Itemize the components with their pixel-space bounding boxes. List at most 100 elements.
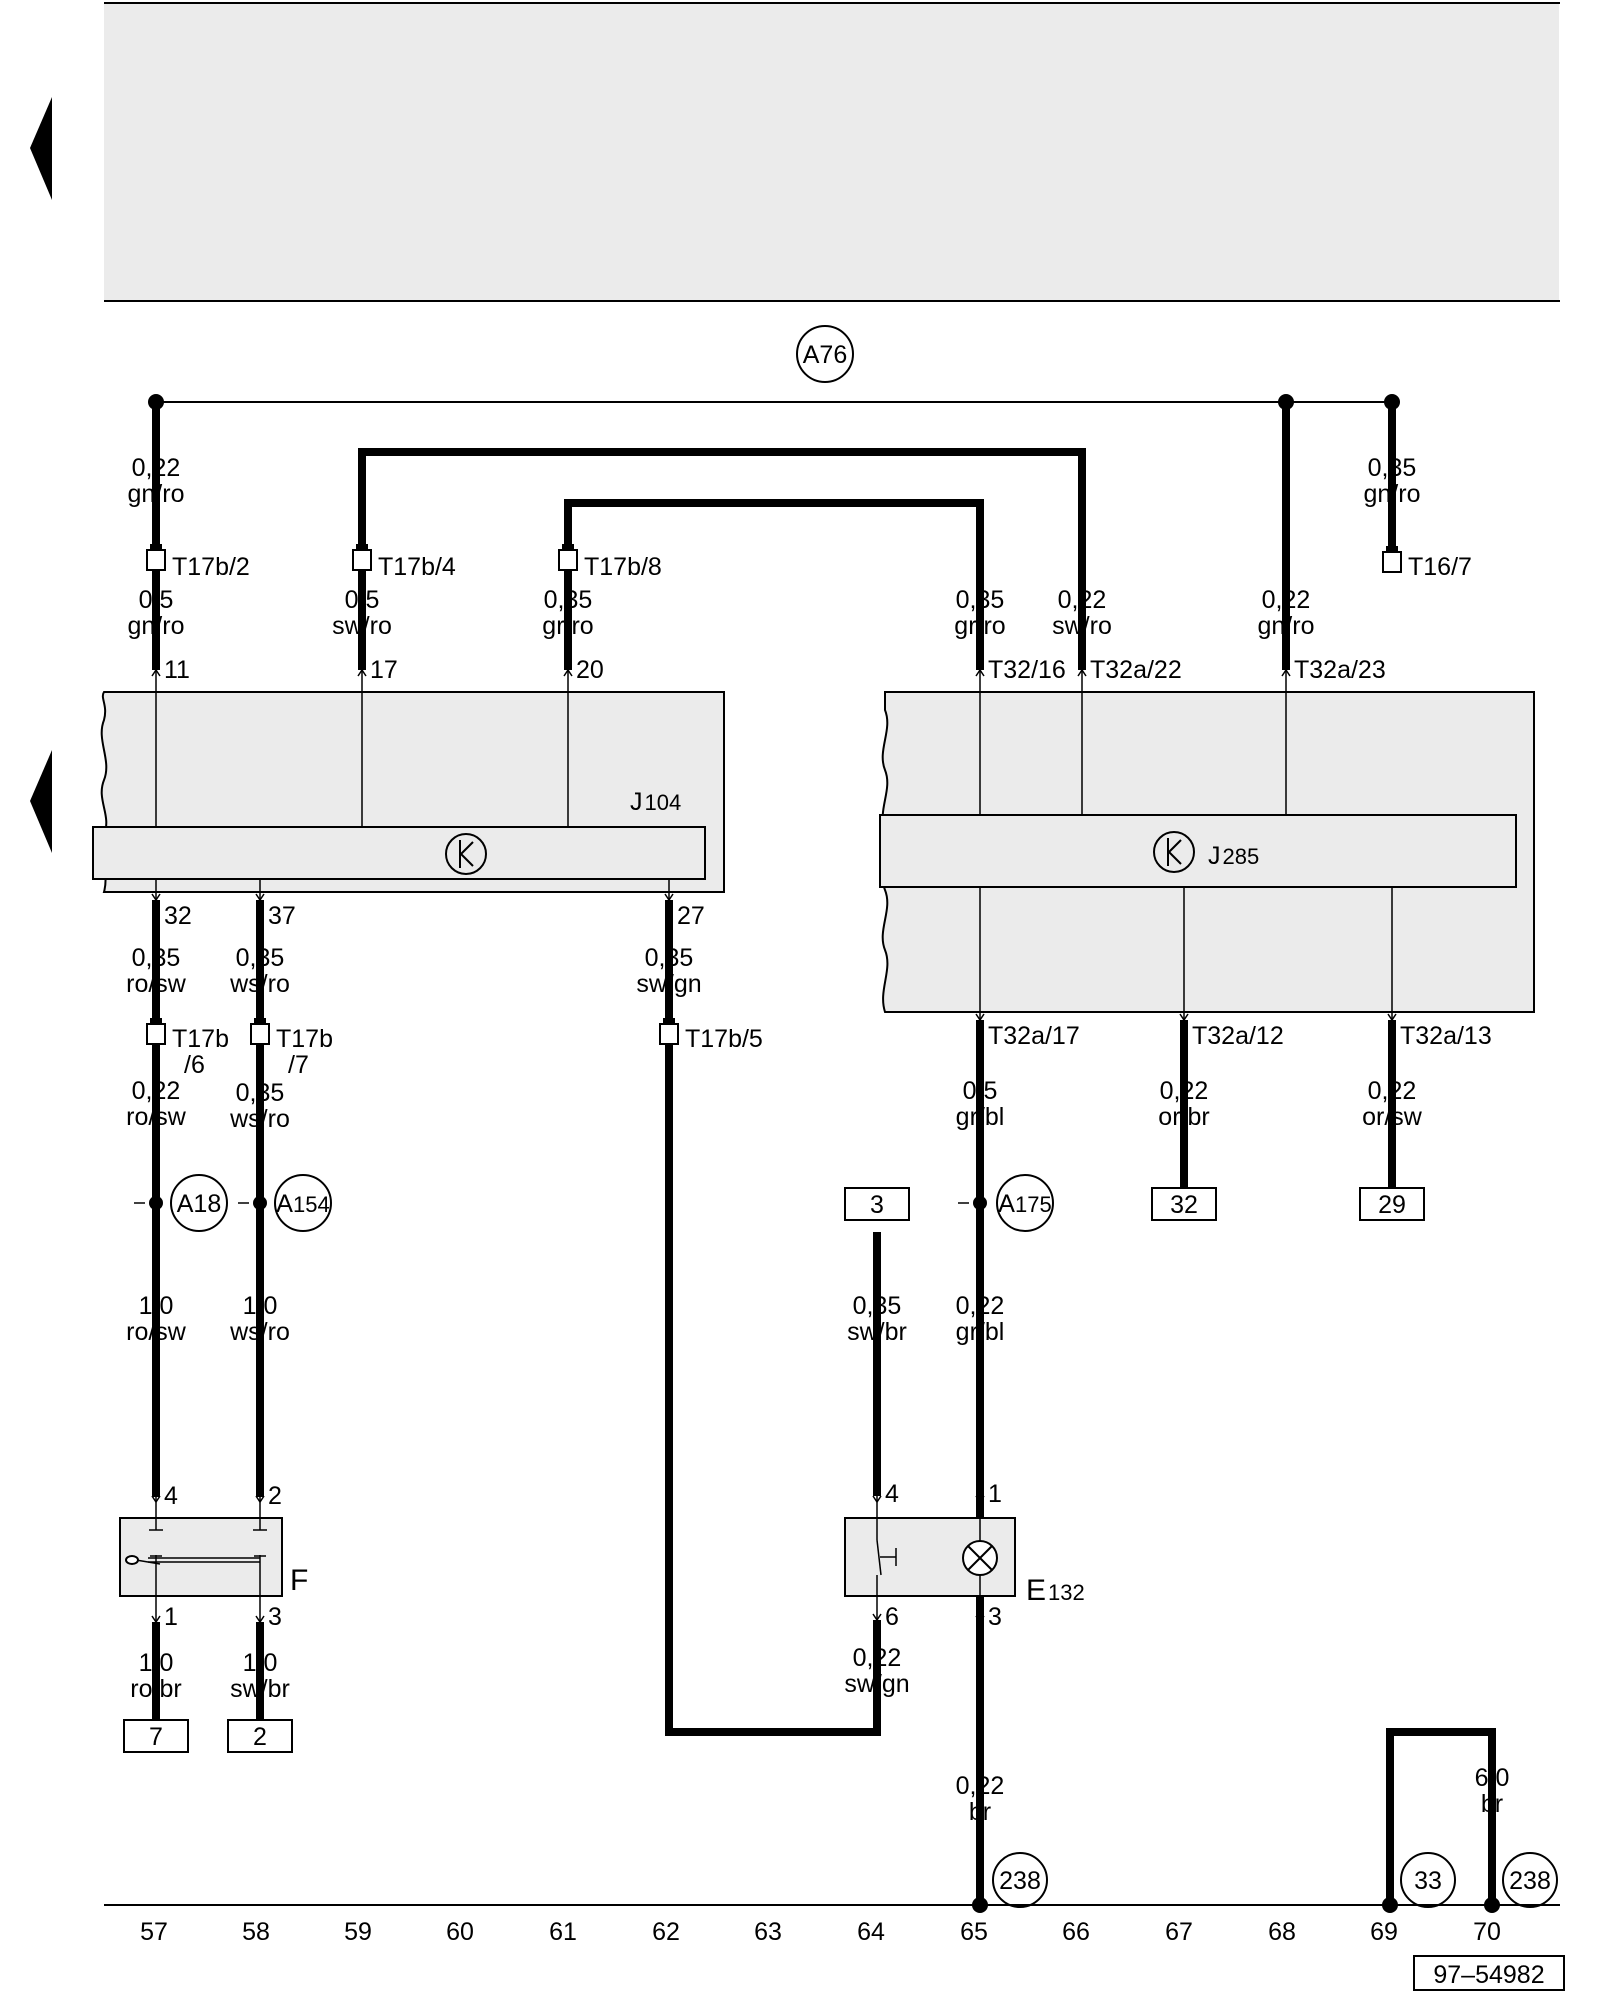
svg-text:gr/bl: gr/bl <box>956 1318 1005 1346</box>
module-j104[interactable]: J104 <box>92 691 725 893</box>
f-label: F <box>290 1564 308 1597</box>
svg-text:7: 7 <box>149 1723 163 1751</box>
svg-text:T32/16: T32/16 <box>988 656 1066 684</box>
svg-text:67: 67 <box>1165 1918 1193 1946</box>
bus-label: A76 <box>803 341 847 369</box>
svg-text:2: 2 <box>253 1723 267 1751</box>
svg-text:T32a/13: T32a/13 <box>1400 1022 1492 1050</box>
svg-text:3: 3 <box>870 1191 884 1219</box>
svg-text:T17b/4: T17b/4 <box>378 553 456 581</box>
svg-text:sw/gn: sw/gn <box>636 970 701 998</box>
svg-text:59: 59 <box>344 1918 372 1946</box>
svg-text:T32a/23: T32a/23 <box>1294 656 1386 684</box>
svg-text:ro/sw: ro/sw <box>126 1103 187 1131</box>
svg-text:1,0: 1,0 <box>243 1292 278 1320</box>
connector-T17b-5 <box>659 1018 679 1045</box>
svg-text:0,22: 0,22 <box>1058 586 1107 614</box>
svg-text:sw/gn: sw/gn <box>844 1670 909 1698</box>
connector-T17b-6 <box>146 1018 166 1045</box>
svg-text:1,0: 1,0 <box>243 1649 278 1677</box>
pin-labels: 11 17 20 T32/16 T32a/22 T32a/23 32 37 27… <box>164 656 1492 1050</box>
svg-text:0,22: 0,22 <box>853 1644 902 1672</box>
svg-text:68: 68 <box>1268 1918 1296 1946</box>
svg-text:gr/ro: gr/ro <box>954 612 1005 640</box>
svg-text:0,35: 0,35 <box>956 586 1005 614</box>
svg-text:33: 33 <box>1414 1867 1442 1895</box>
svg-text:0,22: 0,22 <box>1368 1077 1417 1105</box>
connector-icons <box>146 544 1402 1045</box>
svg-text:69: 69 <box>1370 1918 1398 1946</box>
svg-text:238: 238 <box>999 1867 1041 1895</box>
svg-text:0,5: 0,5 <box>963 1077 998 1105</box>
svg-text:27: 27 <box>677 902 705 930</box>
svg-text:6,0: 6,0 <box>1475 1764 1510 1792</box>
svg-text:gr/ro: gr/ro <box>542 612 593 640</box>
svg-text:/6: /6 <box>184 1051 205 1079</box>
lamp-icon <box>962 1540 998 1576</box>
svg-text:17: 17 <box>370 656 398 684</box>
ref-boxes <box>123 1187 1425 1753</box>
module-j285[interactable]: J285 <box>879 691 1535 1013</box>
svg-text:37: 37 <box>268 902 296 930</box>
j285-label: J285 <box>1208 842 1259 870</box>
svg-text:3: 3 <box>988 1603 1002 1631</box>
svg-text:58: 58 <box>242 1918 270 1946</box>
svg-text:0,22: 0,22 <box>956 1292 1005 1320</box>
svg-text:238: 238 <box>1509 1867 1551 1895</box>
svg-text:3: 3 <box>268 1603 282 1631</box>
connection-points: A18 A154 A175 <box>134 1174 1054 1232</box>
svg-text:sw/br: sw/br <box>230 1675 290 1703</box>
svg-text:1: 1 <box>164 1603 178 1631</box>
svg-text:65: 65 <box>960 1918 988 1946</box>
svg-text:gn/ro: gn/ro <box>1364 480 1421 508</box>
svg-text:0,35: 0,35 <box>853 1292 902 1320</box>
switch-e132[interactable]: 4 1 6 3 E132 <box>844 1480 1085 1631</box>
svg-text:sw/ro: sw/ro <box>332 612 392 640</box>
svg-text:gn/ro: gn/ro <box>128 612 185 640</box>
svg-text:0,22: 0,22 <box>132 454 181 482</box>
doc-id: 97–54982 <box>1433 1961 1544 1989</box>
svg-text:T17b/5: T17b/5 <box>685 1025 763 1053</box>
connector-T17b-4 <box>352 544 372 571</box>
svg-text:A18: A18 <box>177 1190 221 1218</box>
svg-text:2: 2 <box>268 1482 282 1510</box>
connector-T17b-7 <box>250 1018 270 1045</box>
j104-label: J104 <box>630 788 681 816</box>
svg-text:sw/ro: sw/ro <box>1052 612 1112 640</box>
svg-text:ws/ro: ws/ro <box>229 1105 290 1133</box>
svg-text:T16/7: T16/7 <box>1408 553 1472 581</box>
svg-text:ws/ro: ws/ro <box>229 970 290 998</box>
svg-text:ro/sw: ro/sw <box>126 1318 187 1346</box>
svg-text:62: 62 <box>652 1918 680 1946</box>
svg-text:61: 61 <box>549 1918 577 1946</box>
svg-text:br: br <box>969 1798 991 1826</box>
svg-text:T32a/17: T32a/17 <box>988 1022 1080 1050</box>
page-prev-arrow-mid[interactable] <box>30 750 52 853</box>
svg-text:T32a/12: T32a/12 <box>1192 1022 1284 1050</box>
doc-id-box: 97–54982 <box>1413 1955 1565 1991</box>
svg-text:1,0: 1,0 <box>139 1649 174 1677</box>
svg-text:0,5: 0,5 <box>139 586 174 614</box>
svg-text:60: 60 <box>446 1918 474 1946</box>
svg-text:0,35: 0,35 <box>132 944 181 972</box>
internal-lines <box>155 670 1393 1020</box>
svg-text:4: 4 <box>164 1482 178 1510</box>
svg-text:T17b: T17b <box>276 1025 333 1053</box>
svg-text:0,5: 0,5 <box>345 586 380 614</box>
track-numbers: 57 58 59 60 61 62 63 64 65 66 67 68 69 7… <box>140 1918 1501 1946</box>
svg-text:ro/sw: ro/sw <box>126 970 187 998</box>
switch-f[interactable]: 4 2 1 3 F <box>119 1482 308 1631</box>
svg-text:70: 70 <box>1473 1918 1501 1946</box>
microprocessor-icon <box>445 833 487 875</box>
pin-arrows <box>151 668 1397 1022</box>
ground-refs: 238 33 238 <box>972 1852 1558 1913</box>
svg-text:64: 64 <box>857 1918 885 1946</box>
svg-text:0,22: 0,22 <box>1160 1077 1209 1105</box>
svg-text:A154: A154 <box>276 1190 329 1218</box>
page-prev-arrow-top[interactable] <box>30 97 52 200</box>
svg-text:32: 32 <box>1170 1191 1198 1219</box>
svg-text:gn/ro: gn/ro <box>128 480 185 508</box>
svg-text:/7: /7 <box>288 1051 309 1079</box>
